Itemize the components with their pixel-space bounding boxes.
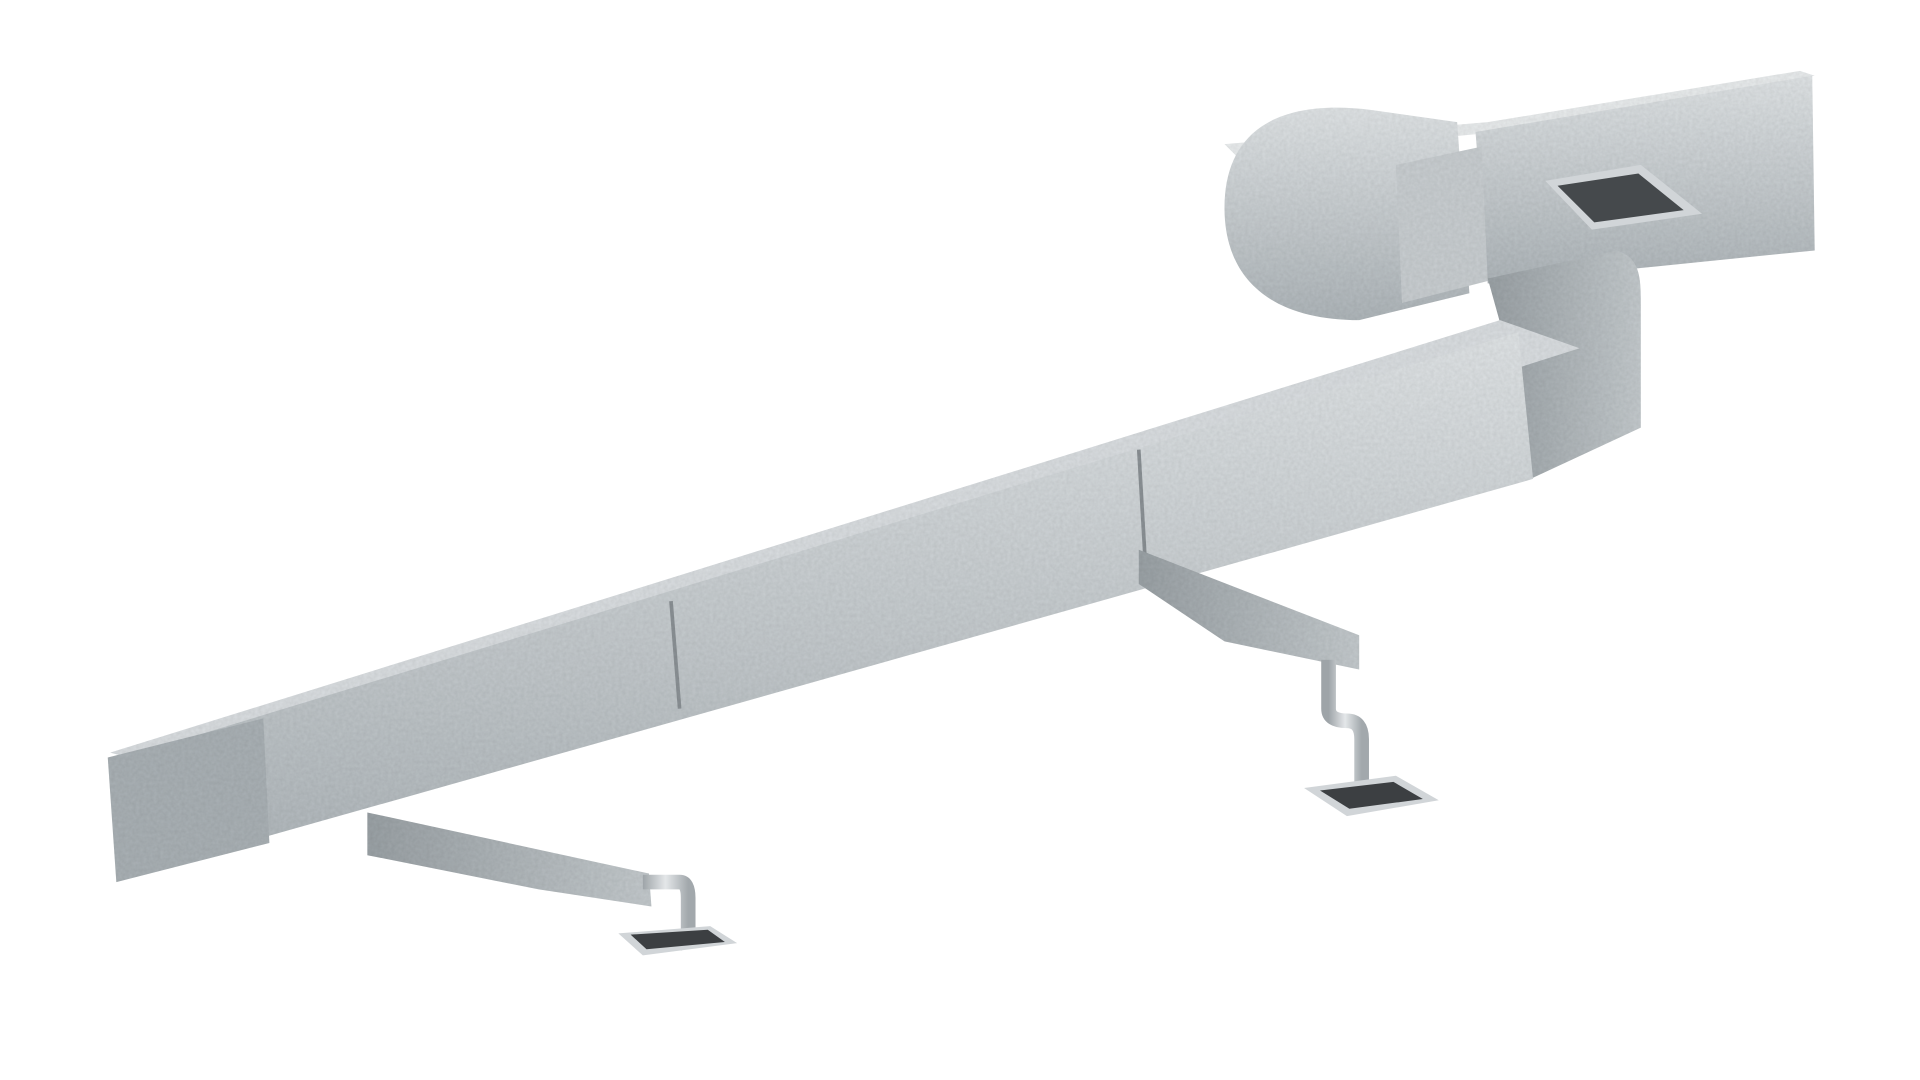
main-duct-front	[116, 332, 1534, 878]
duct-seam	[669, 600, 682, 709]
end-cap	[107, 718, 270, 883]
branch-duct-left	[367, 812, 652, 907]
duct-seam	[1136, 449, 1147, 556]
ceiling-diffuser-right	[1304, 775, 1439, 817]
flex-pipe-right	[1321, 659, 1369, 789]
upper-connector	[1395, 146, 1488, 303]
supply-grille-upper	[1545, 164, 1703, 230]
duct-assembly	[107, 70, 1815, 907]
ceiling-diffuser-left	[618, 926, 738, 956]
branch-duct-right	[1138, 549, 1360, 670]
